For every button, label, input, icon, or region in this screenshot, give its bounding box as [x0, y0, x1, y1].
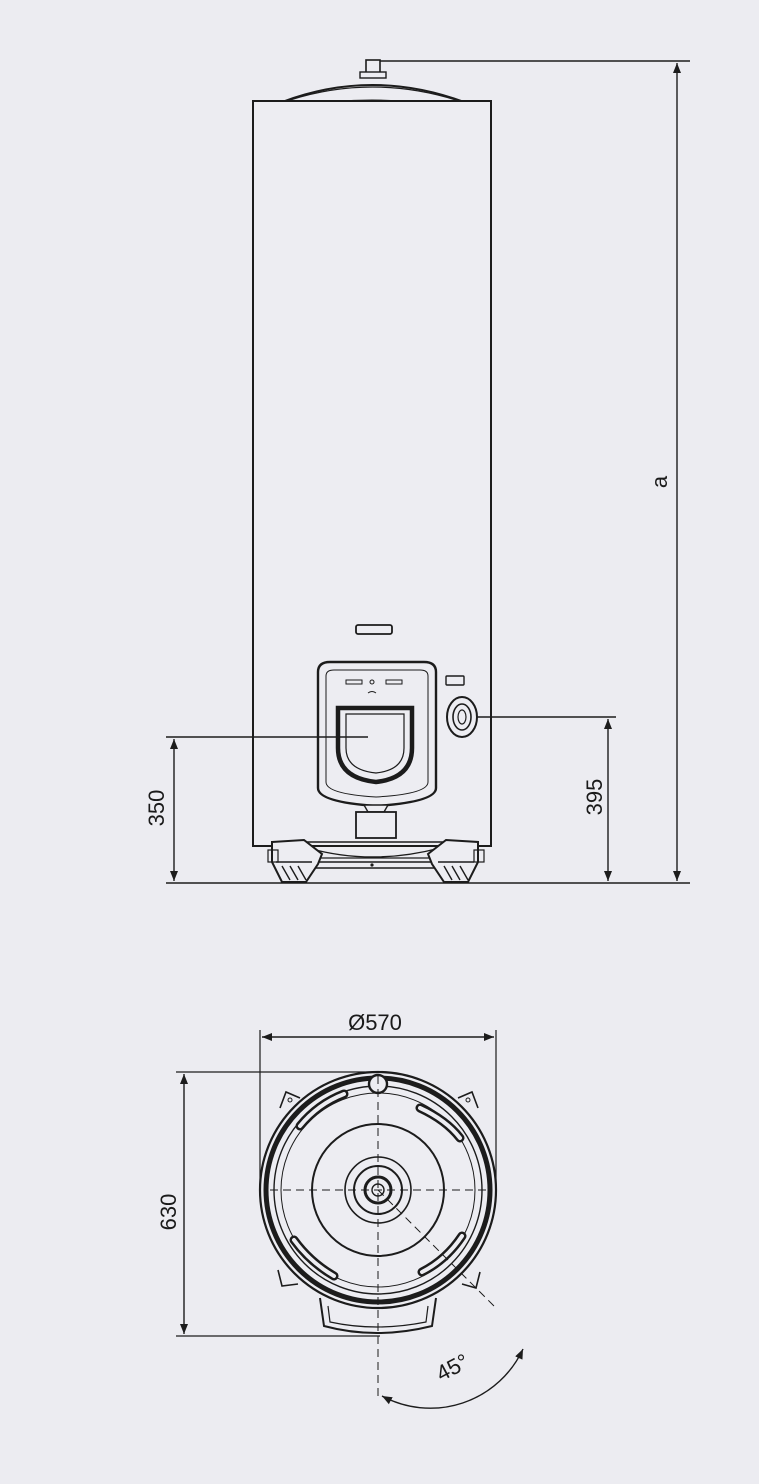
dimension-a-label: a — [647, 475, 672, 488]
angle-arc — [381, 1348, 524, 1409]
heating-element-box — [355, 811, 397, 839]
side-indicator — [445, 675, 465, 686]
tank-dome — [281, 84, 465, 103]
angle-label: 45° — [432, 1349, 473, 1387]
dimension-395-label: 395 — [582, 779, 607, 816]
control-panel — [316, 660, 438, 813]
dimension-630 — [176, 1071, 380, 1337]
label-plate — [355, 624, 393, 635]
top-view — [258, 1070, 498, 1400]
front-view — [252, 59, 492, 883]
center-lines — [270, 1076, 497, 1400]
mounting-tab-bottom-right — [461, 1271, 481, 1289]
dimension-630-label: 630 — [156, 1194, 181, 1231]
dimension-a — [380, 60, 690, 881]
foot-left — [267, 838, 324, 883]
dimension-350 — [166, 736, 368, 881]
mounting-tab-bottom-left — [277, 1269, 299, 1287]
thermometer-dial — [446, 696, 478, 738]
dimension-395 — [476, 716, 616, 881]
dimension-diameter — [259, 1030, 497, 1188]
dimension-350-label: 350 — [144, 790, 169, 827]
foot-right — [426, 838, 485, 883]
mounting-tab-top-right — [457, 1090, 479, 1109]
dimension-diameter-label: Ø570 — [348, 1010, 402, 1035]
top-outlet-pipe — [359, 59, 387, 79]
mounting-tab-top-left — [279, 1090, 301, 1109]
